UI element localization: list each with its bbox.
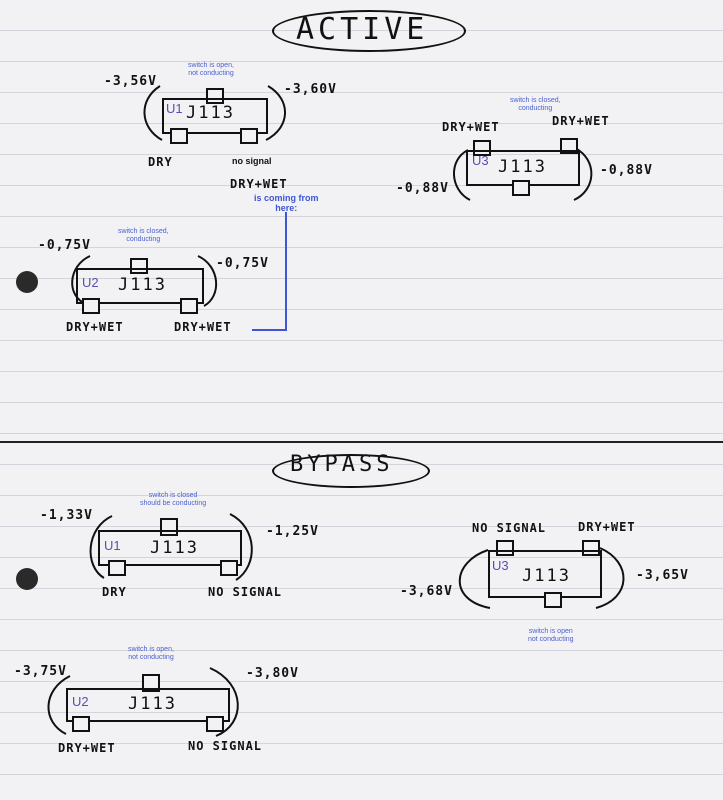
bypass-u3-pin-right xyxy=(582,540,600,556)
active-coming-from-line1: is coming from xyxy=(254,193,319,203)
active-u2-pin-right-label: DRY+WET xyxy=(174,320,232,334)
active-u2-pin-left xyxy=(82,298,100,314)
active-u2-pin-top xyxy=(130,258,148,274)
bypass-u3-id: U3 xyxy=(492,558,509,573)
bypass-u1-part: J113 xyxy=(150,538,199,558)
active-u1-pin-left xyxy=(170,128,188,144)
bypass-u2-id: U2 xyxy=(72,694,89,709)
punch-hole-bottom xyxy=(16,568,38,590)
active-u3-pin-bottom xyxy=(512,180,530,196)
active-u1-note-line2: not conducting xyxy=(188,70,234,77)
bypass-u2-note: switch is open, not conducting xyxy=(128,646,174,662)
bypass-u2-pin-left xyxy=(72,716,90,732)
active-u1-id: U1 xyxy=(166,101,183,116)
bypass-u3-note-line2: not conducting xyxy=(528,636,574,643)
active-u2-voltage-right: -0,75V xyxy=(216,256,269,271)
active-u2-id: U2 xyxy=(82,275,99,290)
active-u2-pin-left-label: DRY+WET xyxy=(66,320,124,334)
bypass-u2-note-line1: switch is open, xyxy=(128,646,174,653)
bypass-u1-note-line1: switch is closed xyxy=(148,492,198,499)
active-u3-id: U3 xyxy=(472,153,489,168)
active-u3-pin-left-label: DRY+WET xyxy=(442,120,500,134)
bypass-u3-pin-right-label: DRY+WET xyxy=(578,520,636,534)
bypass-u2-chip xyxy=(66,688,230,722)
bypass-u1-voltage-left: -1,33V xyxy=(40,508,93,523)
bypass-u1-note: switch is closed should be conducting xyxy=(140,492,206,508)
active-u1-pin-left-label: DRY xyxy=(148,155,173,169)
bypass-u3-voltage-right: -3,65V xyxy=(636,568,689,583)
active-u3-note-line2: conducting xyxy=(518,105,553,112)
active-u1-voltage-right: -3,60V xyxy=(284,82,337,97)
active-u2-note: switch is closed, conducting xyxy=(118,228,169,244)
bypass-u1-pin-left xyxy=(108,560,126,576)
active-u2-note-line2: conducting xyxy=(126,236,161,243)
bypass-u1-id: U1 xyxy=(104,538,121,553)
active-u2-chip xyxy=(76,268,204,304)
bypass-u3-note: switch is open not conducting xyxy=(528,628,574,644)
active-u3-pin-left xyxy=(473,140,491,156)
bypass-u3-note-line1: switch is open xyxy=(528,628,573,635)
active-u1-voltage-left: -3,56V xyxy=(104,74,157,89)
bypass-title-oval xyxy=(272,454,430,488)
punch-hole-top xyxy=(16,271,38,293)
bypass-u1-voltage-right: -1,25V xyxy=(266,524,319,539)
active-u2-part: J113 xyxy=(118,275,167,295)
active-u3-pin-right-label: DRY+WET xyxy=(552,114,610,128)
active-u3-part: J113 xyxy=(498,157,547,177)
active-u3-voltage-left: -0,88V xyxy=(396,181,449,196)
active-title-oval xyxy=(272,10,466,52)
active-u1-pin-right-label: no signal xyxy=(232,156,272,166)
active-u2-note-line1: switch is closed, xyxy=(118,228,169,235)
active-u1-chip xyxy=(162,98,268,134)
active-title: ACTIVE xyxy=(296,12,429,47)
bypass-u2-pin-left-label: DRY+WET xyxy=(58,741,116,755)
bypass-u3-voltage-left: -3,68V xyxy=(400,584,453,599)
bypass-u3-part: J113 xyxy=(522,566,571,586)
active-u1-part: J113 xyxy=(186,103,235,123)
bypass-u3-pin-bottom xyxy=(544,592,562,608)
bypass-u1-chip xyxy=(98,530,242,566)
bypass-u2-pin-right xyxy=(206,716,224,732)
section-divider xyxy=(0,441,723,443)
bypass-u1-note-line2: should be conducting xyxy=(140,500,207,507)
bypass-u3-pin-left xyxy=(496,540,514,556)
active-u3-voltage-right: -0,88V xyxy=(600,163,653,178)
bypass-u1-pin-left-label: DRY xyxy=(102,585,127,599)
bypass-u1-pin-right-label: NO SIGNAL xyxy=(208,585,283,599)
active-u1-note-line1: switch is open, xyxy=(188,62,234,69)
active-u2-voltage-left: -0,75V xyxy=(38,238,91,253)
active-dry-wet-source-label: DRY+WET xyxy=(230,177,288,191)
bypass-u2-voltage-right: -3,80V xyxy=(246,666,299,681)
active-u1-note: switch is open, not conducting xyxy=(188,62,234,78)
bypass-u2-pin-top xyxy=(142,674,160,692)
bypass-u2-voltage-left: -3,75V xyxy=(14,664,67,679)
bypass-u2-pin-right-label: NO SIGNAL xyxy=(188,739,263,753)
active-u3-note: switch is closed, conducting xyxy=(510,97,561,113)
active-coming-from-note: is coming from here: xyxy=(254,193,319,213)
bypass-title: BYPASS xyxy=(290,452,394,477)
bypass-u3-pin-left-label: NO SIGNAL xyxy=(472,521,547,535)
active-u1-pin-top xyxy=(206,88,224,104)
active-u2-pin-right xyxy=(180,298,198,314)
bypass-u2-note-line2: not conducting xyxy=(128,654,174,661)
bypass-u1-pin-right xyxy=(220,560,238,576)
active-u3-note-line1: switch is closed, xyxy=(510,97,561,104)
active-u1-pin-right xyxy=(240,128,258,144)
active-coming-from-line2: here: xyxy=(275,203,298,213)
bypass-u2-part: J113 xyxy=(128,694,177,714)
